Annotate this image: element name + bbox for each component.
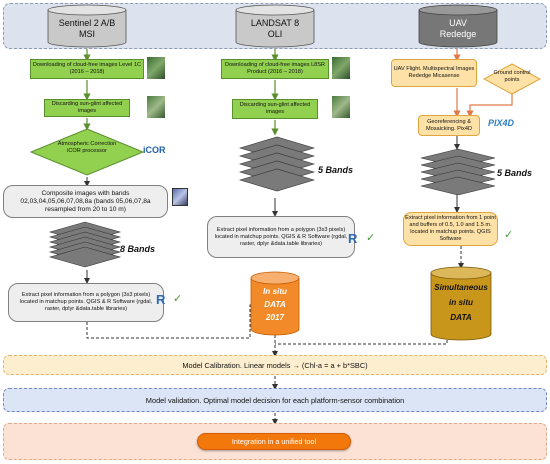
r-logo-icon: R xyxy=(156,292,166,307)
landsat-extract-step: Extract pixel information from a polygon… xyxy=(207,216,355,258)
raster-stack-icon xyxy=(238,136,316,192)
icor-label: Atmospheric Correction iCOR processor xyxy=(57,141,117,154)
gcp-label: Ground control points xyxy=(493,70,531,83)
db-line: in situ xyxy=(448,298,474,307)
sentinel-extract-step: Extract pixel information from a polygon… xyxy=(8,283,164,322)
db-line: DATA xyxy=(264,300,286,309)
validation-row: Model validation. Optimal model decision… xyxy=(3,388,547,412)
landsat-download-step: Downloading of cloud-free images L8SR Pr… xyxy=(221,59,329,79)
satellite-image-icon xyxy=(332,57,350,79)
sentinel-download-step: Downloading of cloud-free images Level 1… xyxy=(30,59,144,79)
qgis-logo-icon: ✓ xyxy=(366,232,376,244)
source-sub: OLI xyxy=(267,29,283,39)
qgis-logo-icon: ✓ xyxy=(173,293,183,305)
composite-image-icon xyxy=(172,188,188,206)
satellite-image-icon xyxy=(147,96,165,118)
source-name: Sentinel 2 A/B xyxy=(58,18,116,28)
calibration-text: Model Calibration. Linear models → (Chl-… xyxy=(182,360,368,370)
db-line: DATA xyxy=(450,313,472,322)
insitu-database xyxy=(250,271,300,336)
source-sub: Rededge xyxy=(439,29,477,39)
validation-text: Model validation. Optimal model decision… xyxy=(145,395,405,405)
sentinel-discard-step: Discarding sun-glint affected images xyxy=(44,99,130,117)
simultaneous-label: Simultaneous in situ DATA xyxy=(430,283,492,323)
uav-bands-label: 5 Bands xyxy=(497,168,533,178)
icor-diamond xyxy=(30,128,144,176)
uav-flight-step: UAV Flight. Multispectral Images Rededge… xyxy=(391,59,477,87)
gcp-diamond xyxy=(483,63,541,95)
raster-stack-icon xyxy=(48,221,122,268)
uav-extract-step: Extract pixel information from 1 point a… xyxy=(403,212,498,246)
sentinel-bands-label: 8 Bands xyxy=(120,244,156,254)
sentinel-composite-step: Composite images with bands 02,03,04,05,… xyxy=(3,185,168,218)
simultaneous-database xyxy=(430,266,492,341)
r-logo-icon: R xyxy=(348,231,358,246)
qgis-logo-icon: ✓ xyxy=(504,229,514,241)
db-line: 2017 xyxy=(265,313,285,322)
cylinder-shape xyxy=(418,4,498,48)
landsat-discard-step: Discarding sun-glint affected images xyxy=(232,99,318,119)
uav-georef-step: Georeferencing & Mosaicking. Pix4D xyxy=(418,115,480,136)
source-name: LANDSAT 8 xyxy=(250,18,300,28)
landsat-bands-label: 5 Bands xyxy=(318,165,354,175)
source-sub: MSI xyxy=(78,29,95,39)
db-line: In situ xyxy=(262,287,288,296)
satellite-image-icon xyxy=(332,96,350,118)
cylinder-shape xyxy=(47,4,127,48)
pix4d-logo: PIX4D xyxy=(488,118,515,128)
db-line: Simultaneous xyxy=(434,283,488,292)
raster-stack-icon xyxy=(420,148,496,195)
icor-logo: iCOR xyxy=(143,145,166,155)
integration-pill: Integration in a unified tool xyxy=(197,433,351,450)
calibration-row: Model Calibration. Linear models → (Chl-… xyxy=(3,355,547,375)
cylinder-shape xyxy=(235,4,315,48)
insitu-label: In situ DATA 2017 xyxy=(250,287,300,323)
source-name: UAV xyxy=(449,18,467,28)
satellite-image-icon xyxy=(147,57,165,79)
